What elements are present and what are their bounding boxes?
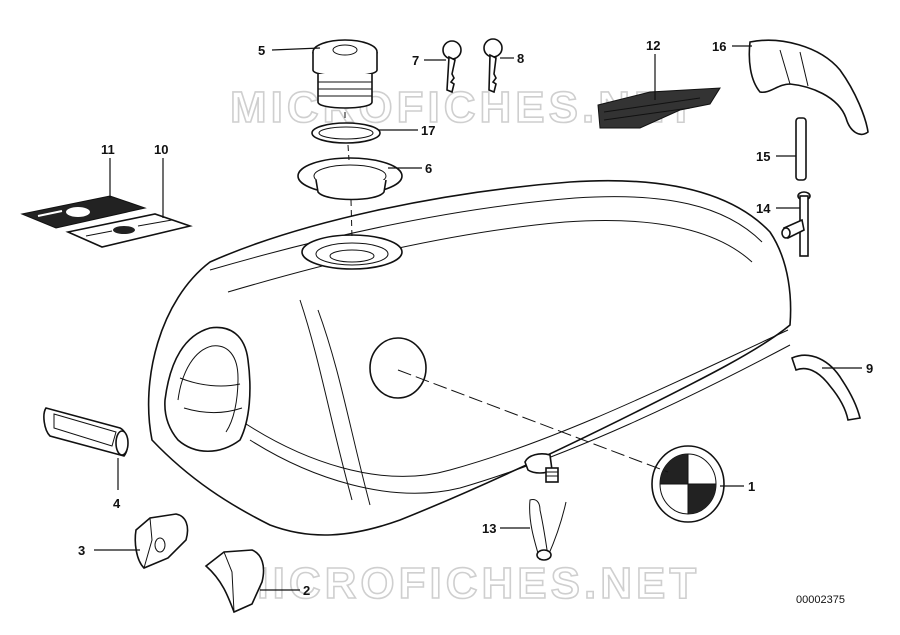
callout-14: 14 xyxy=(756,201,771,216)
part-10-label xyxy=(65,213,193,248)
callout-2: 2 xyxy=(303,583,310,598)
callout-16: 16 xyxy=(712,39,726,54)
callout-10: 10 xyxy=(154,142,168,157)
part-12-stripe-decal xyxy=(597,87,721,129)
part-17-gasket xyxy=(311,122,381,144)
callout-3: 3 xyxy=(78,543,85,558)
callout-12: 12 xyxy=(646,38,660,53)
callout-4: 4 xyxy=(113,496,121,511)
part-5-filler-cap xyxy=(312,39,378,109)
callout-9: 9 xyxy=(866,361,873,376)
part-3-rubber-block xyxy=(134,513,189,569)
diagram-reference-number: 00002375 xyxy=(796,594,845,606)
watermark-bottom: MICROFICHES.NET xyxy=(232,559,700,608)
part-1-bmw-badge xyxy=(651,445,725,523)
part-15-pin xyxy=(795,117,807,181)
part-2-rubber-pad xyxy=(204,549,265,614)
callout-13: 13 xyxy=(482,521,496,536)
fuel-tank xyxy=(147,179,792,536)
callout-15: 15 xyxy=(756,149,770,164)
callout-7: 7 xyxy=(412,53,419,68)
part-6-filler-flange xyxy=(297,157,403,201)
part-16-knee-pad xyxy=(748,39,869,136)
part-4-reflector xyxy=(43,407,129,457)
part-13-spring-clip xyxy=(529,499,567,561)
part-14-t-fitting xyxy=(781,191,811,257)
callout-6: 6 xyxy=(425,161,432,176)
callout-17: 17 xyxy=(421,123,435,138)
callout-8: 8 xyxy=(517,51,524,66)
part-7-key xyxy=(442,40,462,94)
callout-5: 5 xyxy=(258,43,265,58)
part-11-label xyxy=(20,195,147,229)
callout-1: 1 xyxy=(748,479,755,494)
callout-11: 11 xyxy=(101,142,115,157)
part-8-key xyxy=(483,38,503,94)
part-9-hose xyxy=(791,354,861,421)
